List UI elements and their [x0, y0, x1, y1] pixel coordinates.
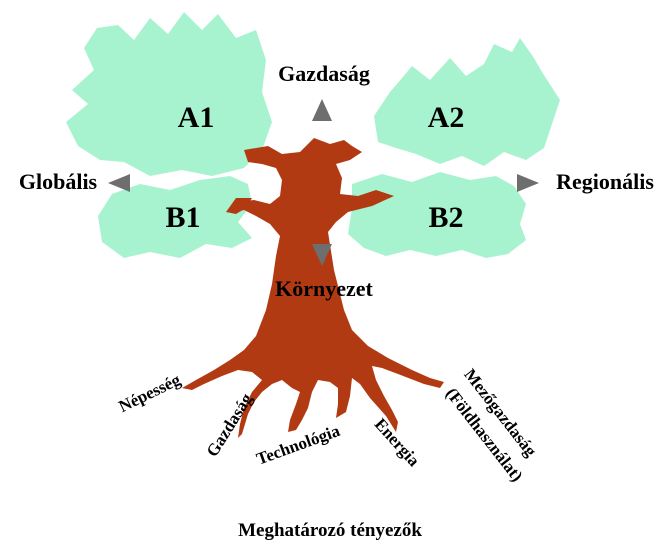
- axis-label-bottom: Környezet: [275, 276, 373, 301]
- quadrant-b2-label: B2: [428, 201, 463, 234]
- footer-caption: Meghatározó tényezők: [238, 520, 422, 541]
- axis-label-right: Regionális: [556, 169, 654, 194]
- arrow-up: [312, 99, 332, 121]
- quadrant-a1-label: A1: [178, 101, 215, 134]
- root-label-nepesseg: Népesség: [116, 370, 184, 416]
- root-label-gazdasag: Gazdaság: [203, 390, 257, 461]
- axis-label-left: Globális: [19, 169, 98, 194]
- quadrant-a2-label: A2: [428, 101, 465, 134]
- axis-label-top: Gazdaság: [278, 61, 370, 86]
- quadrant-b1-label: B1: [165, 201, 200, 234]
- foliage-a2: [374, 38, 560, 166]
- arrow-right: [517, 174, 539, 192]
- arrow-left: [108, 174, 130, 192]
- root-label-technologia: Technológia: [254, 421, 343, 469]
- foliage-a1: [66, 12, 272, 176]
